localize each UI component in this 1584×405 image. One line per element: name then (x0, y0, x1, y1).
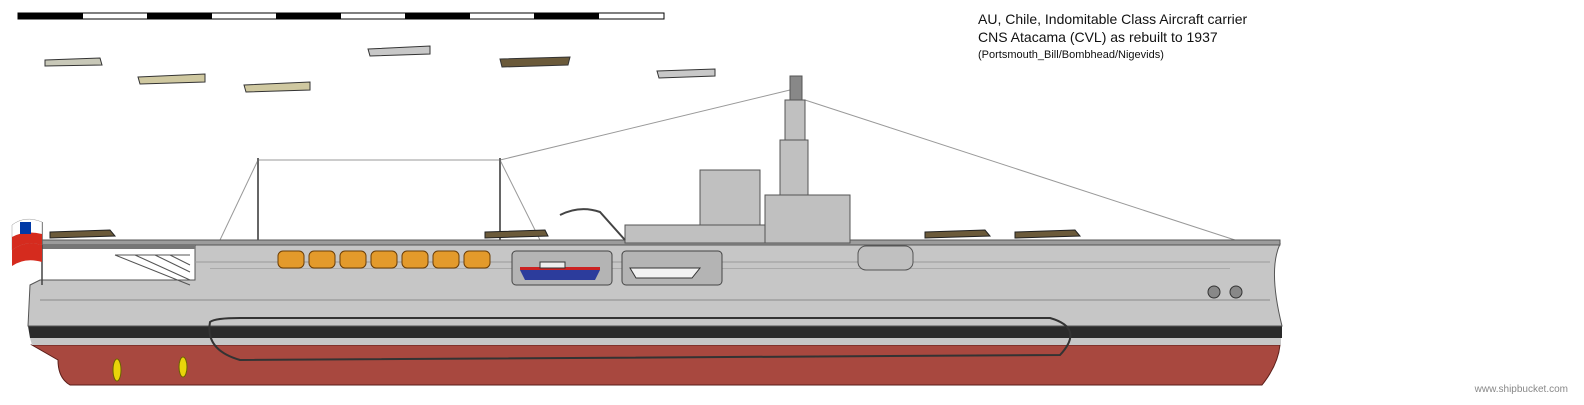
crane (559, 208, 626, 241)
boat-bays (511, 250, 723, 286)
biplane-icon (367, 45, 431, 57)
biplane-icon (243, 81, 311, 93)
drawing-title: AU, Chile, Indomitable Class Aircraft ca… (978, 11, 1248, 27)
drawing-credits: (Portsmouth_Bill/Bombhead/Nigevids) (978, 49, 1164, 61)
deck-support-truss (114, 254, 191, 286)
biplane-icon (137, 73, 206, 85)
biplane-icon (44, 57, 103, 67)
drawing-subtitle: CNS Atacama (CVL) as rebuilt to 1937 (978, 29, 1218, 45)
rigging-wires (219, 89, 1236, 241)
scale-bar (17, 12, 665, 20)
biplane-icon (656, 68, 716, 79)
flying-aircraft (44, 45, 716, 93)
deck-aircraft (49, 229, 1082, 239)
torpedo-bulge (208, 317, 1072, 362)
ships-boats (277, 250, 491, 269)
shipbucket-watermark: www.shipbucket.com (1474, 384, 1568, 395)
anchor-hawses (1207, 285, 1243, 299)
chile-flag-icon (11, 218, 43, 285)
propellers (112, 356, 188, 382)
boot-top (28, 326, 1282, 338)
island (624, 75, 914, 271)
pole-masts (257, 158, 501, 242)
monoplane-icon (499, 56, 571, 68)
